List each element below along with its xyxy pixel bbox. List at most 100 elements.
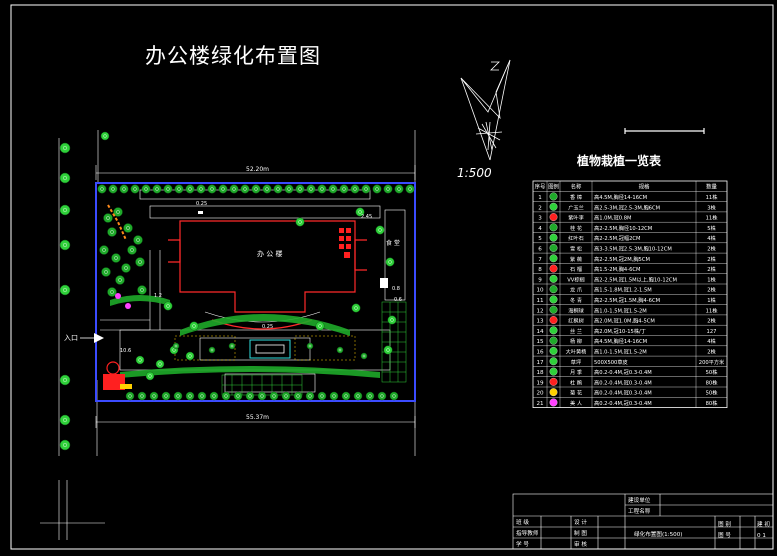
table-cell-name: 紫叶李 [568, 214, 584, 222]
feature-blocks [198, 211, 388, 288]
tree-icon [355, 207, 365, 217]
table-cell-name: 龙 爪 [570, 286, 583, 294]
tree-icon [119, 184, 129, 194]
table-cell-qty: 50株 [706, 389, 719, 397]
tree-icon [306, 184, 316, 194]
legend-symbol-icon [549, 192, 558, 201]
tree-icon [103, 213, 113, 223]
entrance-label: 入口 [64, 334, 78, 342]
dim-small-5: 2.45 [361, 214, 372, 220]
table-cell-name: 红枫树 [568, 317, 584, 325]
tree-icon [125, 391, 135, 401]
legend-symbol-icon [549, 243, 558, 252]
table-cell-spec: 高3-3.5M,冠2.5-3M,胸10-12CM [594, 245, 672, 253]
tree-icon [383, 345, 393, 355]
tree-icon [353, 391, 363, 401]
table-cell-name: 冬 青 [570, 296, 582, 304]
tree-icon [59, 439, 71, 451]
table-cell-no: 18 [536, 370, 544, 376]
tree-icon [389, 391, 399, 401]
tree-icon [59, 239, 71, 251]
legend-symbol-icon [549, 347, 558, 355]
table-cell-name: 大叶黄杨 [566, 348, 587, 356]
tree-icon [336, 346, 344, 354]
table-cell-no: 16 [536, 350, 544, 356]
table-cell-no: 8 [538, 267, 542, 273]
table-cell-spec: 高2-2.5M,胸径10-12CM [594, 224, 652, 232]
table-cell-spec: 高1.5-1.8M,冠1.2-1.5M [594, 286, 652, 294]
table-cell-name: VV棕榈 [567, 275, 584, 283]
legend-symbol-icon [549, 388, 558, 397]
tree-icon [99, 245, 109, 255]
tree-icon [315, 321, 325, 331]
tree-icon [317, 391, 327, 401]
tree-icon [387, 315, 397, 325]
table-header-cell: 规格 [639, 183, 650, 191]
tree-icon [351, 303, 361, 313]
table-cell-no: 5 [538, 236, 542, 242]
tree-icon [375, 225, 385, 235]
table-cell-qty: 200平方米 [699, 358, 725, 366]
table-cell-spec: 高2-2.5M,冠幅2CM [594, 234, 641, 242]
table-cell-qty: 1株 [707, 296, 716, 304]
legend-symbol-icon [549, 213, 558, 221]
tree-icon [137, 285, 147, 295]
table-cell-name: 菊 花 [570, 389, 582, 397]
tree-icon [365, 391, 375, 401]
table-cell-spec: 高2.0M,冠10-15株/丁 [594, 327, 646, 335]
table-cell-qty: 4株 [707, 234, 716, 242]
table-cell-qty: 80株 [706, 399, 719, 407]
tree-icon [59, 204, 71, 216]
legend-symbol-icon [549, 223, 558, 232]
table-cell-spec: 高2.0M,冠1.0M,胸4-5CM [594, 317, 655, 325]
tree-icon [284, 184, 294, 194]
tree-icon [197, 391, 207, 401]
tree-icon [113, 207, 123, 217]
lawn-hatch [221, 301, 407, 396]
table-cell-no: 3 [538, 216, 542, 222]
plant-table-title: 植物栽植一览表 [577, 154, 662, 168]
title-block-label: 指导教师 [516, 529, 539, 537]
table-cell-spec: 高1.0-1.5M,冠1.5-2M [594, 306, 647, 314]
tree-icon [269, 391, 279, 401]
tree-icon [185, 351, 195, 361]
table-cell-no: 1 [538, 195, 542, 201]
legend-symbol-icon [549, 316, 558, 324]
tree-icon [208, 346, 216, 354]
tree-icon [163, 301, 173, 311]
dim-small-2: 1.2 [154, 293, 162, 299]
tree-icon [137, 391, 147, 401]
tree-icon [135, 257, 145, 267]
entrance-arrow-icon [80, 333, 104, 343]
tree-icon [196, 184, 206, 194]
table-cell-no: 20 [536, 391, 544, 397]
legend-symbol-icon [549, 398, 558, 407]
table-cell-no: 13 [536, 319, 544, 325]
table-cell-qty: 11株 [706, 193, 719, 201]
tree-icon [350, 184, 360, 194]
table-cell-no: 2 [538, 205, 542, 211]
tree-icon [185, 184, 195, 194]
table-cell-no: 15 [536, 339, 544, 345]
tree-icon [209, 391, 219, 401]
dim-bottom-label: 55.37m [246, 414, 269, 421]
table-header-cell: 数量 [706, 183, 717, 191]
tree-icon [245, 391, 255, 401]
table-cell-qty: 4株 [707, 337, 716, 345]
dim-small-7: 0.25 [262, 324, 273, 330]
table-cell-no: 21 [536, 401, 544, 407]
legend-symbol-icon [549, 377, 558, 386]
table-cell-qty: 2株 [707, 286, 716, 294]
table-cell-name: 广玉兰 [568, 203, 584, 211]
table-cell-spec: 高4.5M,胸径14-16CM [594, 337, 647, 345]
tree-icon [394, 184, 404, 194]
table-cell-name: 雪 松 [570, 245, 582, 253]
dimension-lines [40, 130, 416, 540]
table-cell-name: 丝 兰 [570, 327, 582, 335]
table-cell-name: 杨 柳 [570, 337, 582, 345]
tree-icon [305, 391, 315, 401]
building-label: 办 公 楼 [257, 249, 282, 258]
legend-symbol-icon [549, 202, 558, 211]
table-cell-no: 14 [536, 329, 544, 335]
